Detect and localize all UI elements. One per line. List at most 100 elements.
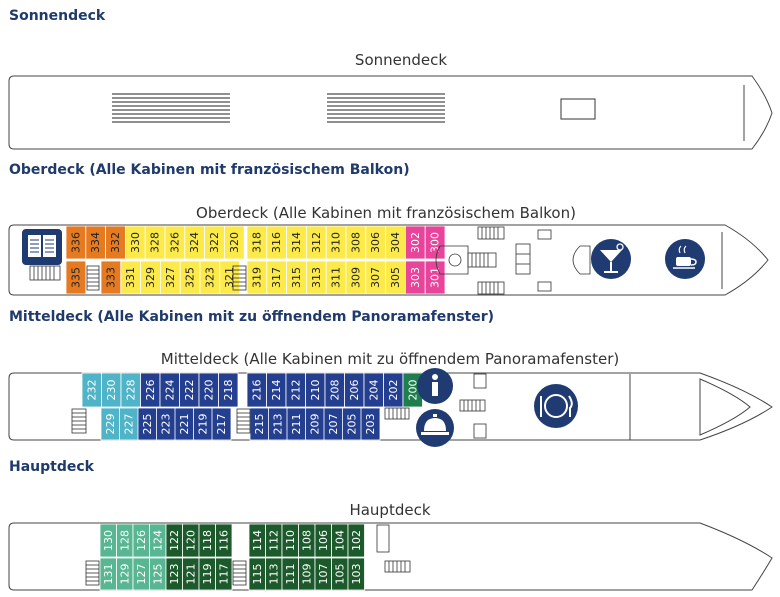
cabin-number-210: 210 <box>309 380 322 401</box>
cabin-335 <box>65 260 87 295</box>
cabin-number-125: 125 <box>151 564 164 585</box>
cabin-116 <box>215 523 233 558</box>
cabin-number-302: 302 <box>409 232 422 253</box>
plan-title-oberdeck: Oberdeck (Alle Kabinen mit französischem… <box>196 204 576 222</box>
cabin-number-312: 312 <box>310 232 323 253</box>
cabin-number-313: 313 <box>310 267 323 288</box>
cabin-number-127: 127 <box>135 564 148 585</box>
cabin-number-117: 117 <box>217 564 230 585</box>
cabin-117 <box>215 557 233 591</box>
cabin-number-229: 229 <box>104 414 117 435</box>
cabin-number-203: 203 <box>364 414 377 435</box>
cabin-number-118: 118 <box>201 530 214 551</box>
cabin-number-326: 326 <box>168 232 181 253</box>
wheelhouse <box>560 98 596 120</box>
cabin-number-230: 230 <box>105 380 118 401</box>
cabin-number-306: 306 <box>369 232 382 253</box>
cabin-number-114: 114 <box>251 530 264 551</box>
cabin-number-116: 116 <box>217 530 230 551</box>
cabin-number-316: 316 <box>270 232 283 253</box>
cabin-300 <box>424 225 446 260</box>
cabin-number-113: 113 <box>267 564 280 585</box>
cabin-number-211: 211 <box>290 414 303 435</box>
cabin-number-320: 320 <box>228 232 241 253</box>
hull-outline <box>8 224 769 296</box>
cabin-number-311: 311 <box>330 267 343 288</box>
sun-lounger-area-2 <box>327 93 445 123</box>
deck-plan-oberdeck: Oberdeck (Alle Kabinen mit französischem… <box>0 200 780 300</box>
cabin-number-102: 102 <box>350 530 363 551</box>
cabin-number-223: 223 <box>160 414 173 435</box>
plan-title-mitteldeck: Mitteldeck (Alle Kabinen mit zu öffnende… <box>161 350 619 368</box>
cabin-number-318: 318 <box>250 232 263 253</box>
cabin-number-218: 218 <box>222 380 235 401</box>
cabin-number-207: 207 <box>327 414 340 435</box>
cabin-number-330: 330 <box>129 232 142 253</box>
cabin-301 <box>424 260 446 295</box>
deck-heading-mitteldeck: Mitteldeck (Alle Kabinen mit zu öffnende… <box>9 309 495 325</box>
library-icon <box>22 229 62 265</box>
cabin-number-303: 303 <box>409 267 422 288</box>
cabin-number-309: 309 <box>349 267 362 288</box>
cabin-number-305: 305 <box>389 267 402 288</box>
bow-line <box>699 378 751 436</box>
cabin-number-126: 126 <box>135 530 148 551</box>
cabin-number-130: 130 <box>102 530 115 551</box>
hull-outline <box>8 75 773 150</box>
cabin-number-300: 300 <box>429 232 442 253</box>
cabin-number-331: 331 <box>124 267 137 288</box>
cabin-number-115: 115 <box>251 564 264 585</box>
cabin-number-315: 315 <box>290 267 303 288</box>
cabin-number-222: 222 <box>183 380 196 401</box>
cabin-number-317: 317 <box>270 267 283 288</box>
cabin-number-108: 108 <box>300 530 313 551</box>
sonnendeck-plan-svg: Sonnendeck <box>8 51 773 150</box>
stairs <box>29 226 505 295</box>
hull-outline <box>8 372 773 441</box>
cabin-number-327: 327 <box>164 267 177 288</box>
cabin-number-232: 232 <box>85 380 98 401</box>
cabin-number-124: 124 <box>151 530 164 551</box>
hull-outline <box>8 522 773 591</box>
cocktail-bar-icon <box>591 239 631 279</box>
cabin-number-205: 205 <box>346 414 359 435</box>
cabin-number-217: 217 <box>215 414 228 435</box>
stairs <box>85 524 411 586</box>
cabin-number-322: 322 <box>208 232 221 253</box>
cabin-218 <box>218 372 239 408</box>
cabin-number-122: 122 <box>168 530 181 551</box>
cabin-number-334: 334 <box>89 232 102 253</box>
plan-title-hauptdeck: Hauptdeck <box>349 501 430 519</box>
cabin-number-224: 224 <box>163 380 176 401</box>
cabin-number-220: 220 <box>202 380 215 401</box>
cabin-number-110: 110 <box>284 530 297 551</box>
cabin-number-323: 323 <box>203 267 216 288</box>
cabin-number-214: 214 <box>270 380 283 401</box>
restaurant-icon <box>534 384 578 428</box>
cabin-number-227: 227 <box>123 414 136 435</box>
cabin-number-106: 106 <box>317 530 330 551</box>
oberdeck-plan-svg: Oberdeck (Alle Kabinen mit französischem… <box>8 204 769 296</box>
cabin-number-129: 129 <box>118 564 131 585</box>
cabin-number-209: 209 <box>309 414 322 435</box>
cabin-number-333: 333 <box>104 267 117 288</box>
cabin-number-225: 225 <box>141 414 154 435</box>
cabin-number-208: 208 <box>328 380 341 401</box>
mitteldeck-plan-svg: Mitteldeck (Alle Kabinen mit zu öffnende… <box>8 350 773 447</box>
cabin-number-206: 206 <box>348 380 361 401</box>
cabin-number-325: 325 <box>184 267 197 288</box>
cabin-number-109: 109 <box>300 564 313 585</box>
cabin-number-202: 202 <box>387 380 400 401</box>
cabin-217 <box>211 407 232 441</box>
cabin-number-119: 119 <box>201 564 214 585</box>
cabin-number-112: 112 <box>267 530 280 551</box>
deck-heading-hauptdeck: Hauptdeck <box>9 459 94 475</box>
cabin-number-228: 228 <box>124 380 137 401</box>
cabin-number-128: 128 <box>118 530 131 551</box>
cabin-number-121: 121 <box>184 564 197 585</box>
cabin-number-328: 328 <box>149 232 162 253</box>
